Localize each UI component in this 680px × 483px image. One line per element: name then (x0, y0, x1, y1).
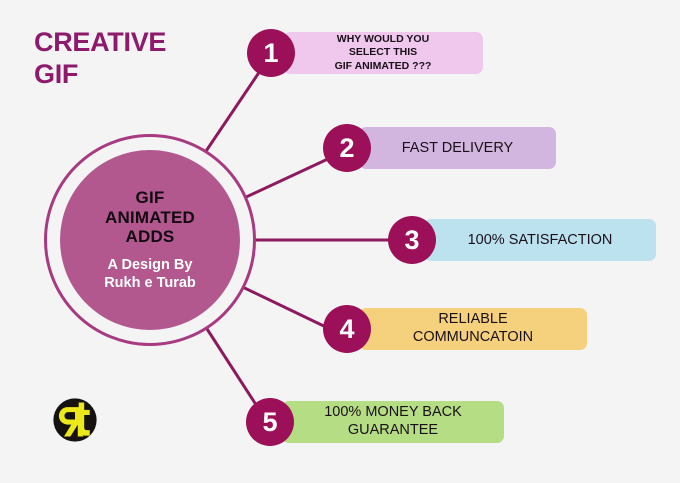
benefit-number-3: 3 (388, 216, 436, 264)
benefit-label-5: 100% MONEY BACK GUARANTEE (282, 401, 504, 443)
benefit-number-1: 1 (247, 29, 295, 77)
benefit-label-1: WHY WOULD YOU SELECT THIS GIF ANIMATED ?… (283, 32, 483, 74)
page-title: CREATIVE GIF (34, 27, 167, 89)
center-hub: GIF ANIMATED ADDS A Design By Rukh e Tur… (60, 150, 240, 330)
benefit-number-4: 4 (323, 305, 371, 353)
rt-monogram-logo-icon (53, 398, 97, 442)
connector-line-4 (228, 279, 332, 331)
hub-byline: A Design By Rukh e Turab (104, 257, 196, 291)
benefit-number-2: 2 (323, 124, 371, 172)
benefit-number-5: 5 (246, 398, 294, 446)
benefit-label-2: FAST DELIVERY (359, 127, 556, 169)
benefit-label-3: 100% SATISFACTION (424, 219, 656, 261)
hub-headline: GIF ANIMATED ADDS (104, 188, 196, 247)
benefit-label-4: RELIABLE COMMUNCATOIN (359, 308, 587, 350)
connector-line-5 (196, 313, 264, 416)
